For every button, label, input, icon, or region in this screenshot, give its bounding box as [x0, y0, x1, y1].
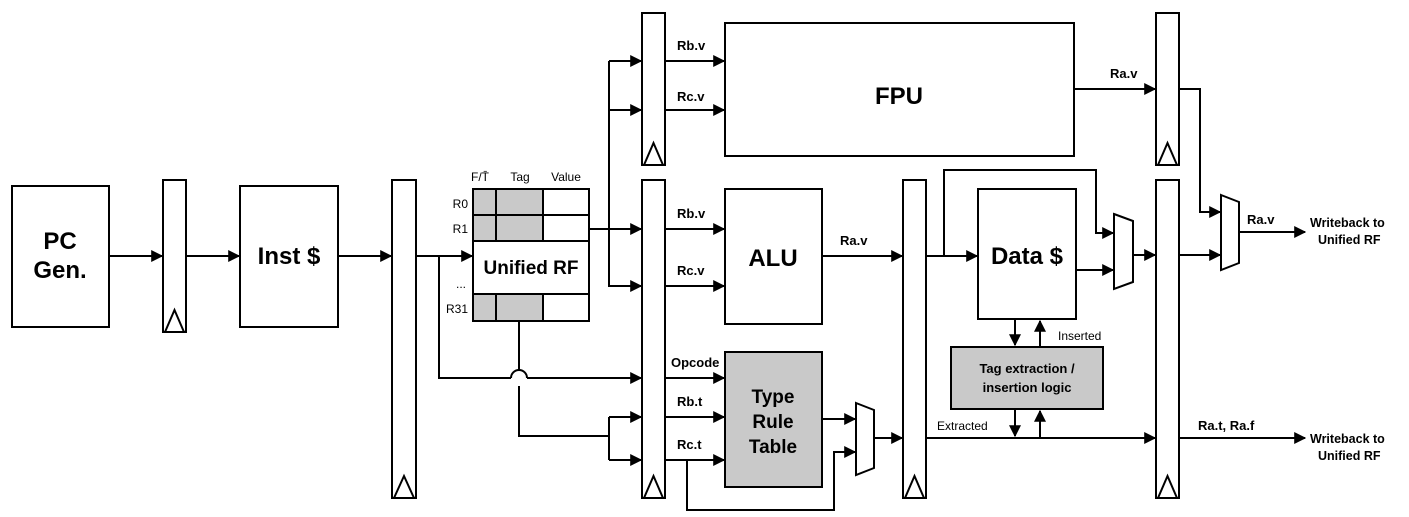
writeback-bottom-line1: Writeback to — [1310, 432, 1385, 446]
pipeline-register-mem-wb — [1155, 179, 1180, 499]
signal-extracted: Extracted — [937, 419, 988, 433]
unified-rf-block: F/T̄ Tag Value Unified RF R0 R1 ... R31 — [446, 170, 590, 322]
pipeline-register-id-ex — [641, 179, 666, 499]
pc-gen-label-line1: PC — [43, 228, 76, 255]
rf-col-tag: Tag — [510, 170, 529, 184]
mux-mem-select — [1113, 212, 1134, 291]
inst-cache-block: Inst $ — [239, 185, 339, 328]
rf-row-r0: R0 — [453, 197, 469, 211]
pipeline-register-if-id — [391, 179, 417, 499]
type-rule-table-line2: Rule — [752, 412, 793, 433]
signal-opcode: Opcode — [671, 355, 719, 370]
writeback-top-line1: Writeback to — [1310, 216, 1385, 230]
mux-type-select — [855, 401, 875, 477]
type-rule-table-line3: Table — [749, 437, 797, 458]
signal-alu-ra-v: Ra.v — [840, 233, 868, 248]
signal-inserted: Inserted — [1058, 329, 1101, 343]
signal-alu-rc-v: Rc.v — [677, 263, 705, 278]
wires — [109, 55, 1307, 511]
alu-label: ALU — [748, 245, 797, 272]
pc-gen-label-line2: Gen. — [33, 257, 86, 284]
pipeline-register-ex-mem — [902, 179, 927, 499]
rf-row-ellipsis: ... — [456, 277, 466, 291]
writeback-bottom-line2: Unified RF — [1318, 449, 1381, 463]
rf-row-r31: R31 — [446, 302, 468, 316]
rf-col-flag: F/T̄ — [471, 170, 490, 184]
data-cache-block: Data $ — [977, 188, 1077, 320]
signal-fpu-ra-v: Ra.v — [1110, 66, 1138, 81]
signal-rb-t: Rb.t — [677, 394, 703, 409]
type-rule-table-block: Type Rule Table — [724, 351, 823, 488]
pipeline-register-fpu-out — [1155, 12, 1180, 166]
inst-cache-label: Inst $ — [258, 243, 321, 270]
fpu-label: FPU — [875, 83, 923, 110]
signal-rc-t: Rc.t — [677, 437, 702, 452]
signal-ra-t-ra-f: Ra.t, Ra.f — [1198, 418, 1255, 433]
pipeline-register-pc — [162, 179, 187, 333]
mux-writeback-select — [1220, 193, 1240, 272]
alu-block: ALU — [724, 188, 823, 325]
rf-row-r1: R1 — [453, 222, 469, 236]
rf-col-value: Value — [551, 170, 581, 184]
signal-alu-rb-v: Rb.v — [677, 206, 706, 221]
writeback-top-line2: Unified RF — [1318, 233, 1381, 247]
signal-final-ra-v: Ra.v — [1247, 212, 1275, 227]
type-rule-table-line1: Type — [752, 387, 795, 408]
signal-fpu-rc-v: Rc.v — [677, 89, 705, 104]
tag-logic-line1: Tag extraction / — [979, 361, 1075, 376]
pipeline-register-fpu-in — [641, 12, 666, 166]
pc-gen-block: PC Gen. — [11, 185, 110, 328]
data-cache-label: Data $ — [991, 243, 1064, 270]
tag-logic-block: Tag extraction / insertion logic — [950, 346, 1104, 410]
signal-fpu-rb-v: Rb.v — [677, 38, 706, 53]
tag-logic-line2: insertion logic — [983, 380, 1072, 395]
fpu-block: FPU — [724, 22, 1075, 157]
unified-rf-label: Unified RF — [484, 258, 579, 279]
